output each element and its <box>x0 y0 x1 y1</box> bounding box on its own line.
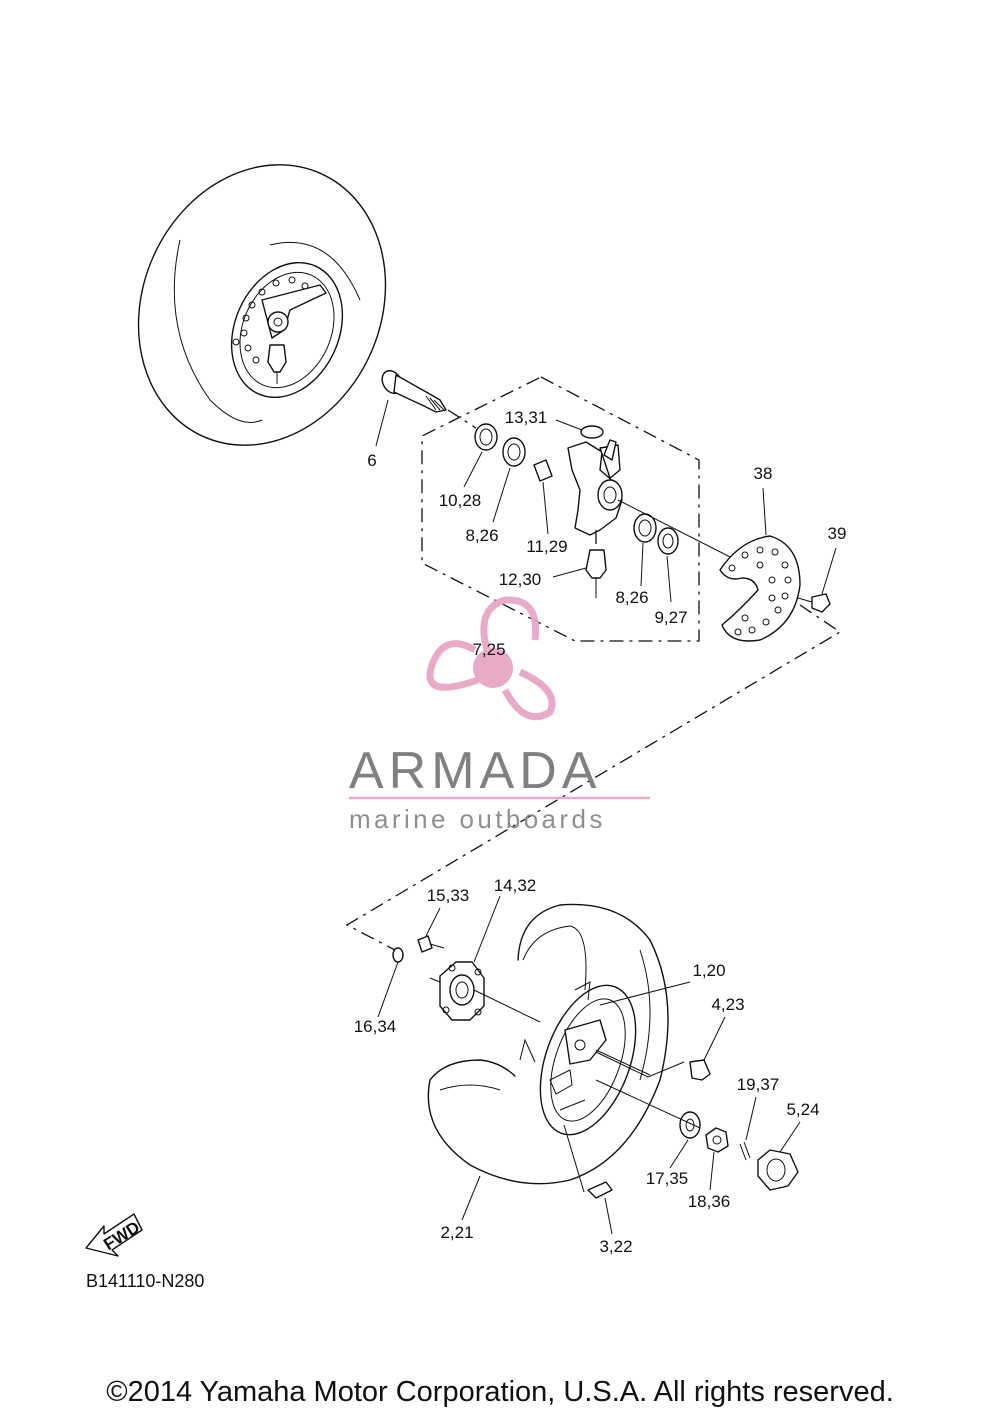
diagram-id-code: B141110-N280 <box>86 1271 204 1291</box>
callout-2-21: 2,21 <box>440 1223 473 1242</box>
bearing-outer <box>633 513 657 543</box>
callout-18-36: 18,36 <box>688 1192 731 1211</box>
washer <box>679 1111 701 1139</box>
brake-disc <box>719 535 801 642</box>
callout-13-31: 13,31 <box>505 408 548 427</box>
oil-seal-outer <box>657 527 679 555</box>
assembly-boundary <box>421 376 700 642</box>
callout-6: 6 <box>367 451 376 470</box>
callout-19-37: 19,37 <box>737 1075 780 1094</box>
wheel-disc-holes <box>232 276 309 364</box>
ball-joint <box>585 530 607 598</box>
steering-knuckle <box>567 439 623 536</box>
callout-8-26-inner: 8,26 <box>465 526 498 545</box>
axle-shaft <box>381 369 477 429</box>
o-ring <box>392 947 404 963</box>
spacer <box>533 459 553 482</box>
tire <box>427 903 669 1185</box>
callout-4-23: 4,23 <box>711 995 744 1014</box>
copyright-notice: ©2014 Yamaha Motor Corporation, U.S.A. A… <box>106 1376 894 1408</box>
disc-bolt <box>797 593 831 613</box>
callout-17-35: 17,35 <box>646 1169 689 1188</box>
armada-logo: ARMADA marine outboards <box>349 596 650 834</box>
callout-12-30: 12,30 <box>499 570 542 589</box>
rim <box>519 981 637 1136</box>
assembled-wheel <box>137 164 387 446</box>
callout-16-34: 16,34 <box>354 1017 397 1036</box>
wheel-hub <box>439 961 485 1021</box>
callout-labels: 6 13,31 10,28 8,26 11,29 12,30 8,26 9,27… <box>354 408 847 1256</box>
callout-14-32: 14,32 <box>494 876 537 895</box>
callout-15-33: 15,33 <box>427 886 470 905</box>
cotter-pin <box>739 1141 751 1161</box>
callout-7-25: 7,25 <box>472 640 505 659</box>
callout-8-26-outer: 8,26 <box>615 588 648 607</box>
bearing-inner <box>502 437 526 467</box>
callout-3-22: 3,22 <box>599 1237 632 1256</box>
propeller-icon <box>426 596 556 721</box>
callout-38: 38 <box>754 464 773 483</box>
watermark-name: ARMADA <box>349 742 601 800</box>
oil-seal <box>474 423 498 451</box>
propeller-hub <box>473 648 513 688</box>
hub-cap <box>757 1149 799 1191</box>
stud-bolt <box>417 935 445 953</box>
callout-5-24: 5,24 <box>786 1100 819 1119</box>
wheel-nut <box>689 1059 711 1081</box>
watermark-subtitle: marine outboards <box>349 804 606 834</box>
tire-valve <box>563 1124 613 1199</box>
callout-1-20: 1,20 <box>692 961 725 980</box>
callout-10-28: 10,28 <box>439 491 482 510</box>
callout-9-27: 9,27 <box>654 608 687 627</box>
fwd-arrow-icon: FWD <box>85 1213 143 1257</box>
callout-39: 39 <box>828 524 847 543</box>
callout-11-29: 11,29 <box>526 537 567 556</box>
axle-nut <box>705 1127 729 1153</box>
